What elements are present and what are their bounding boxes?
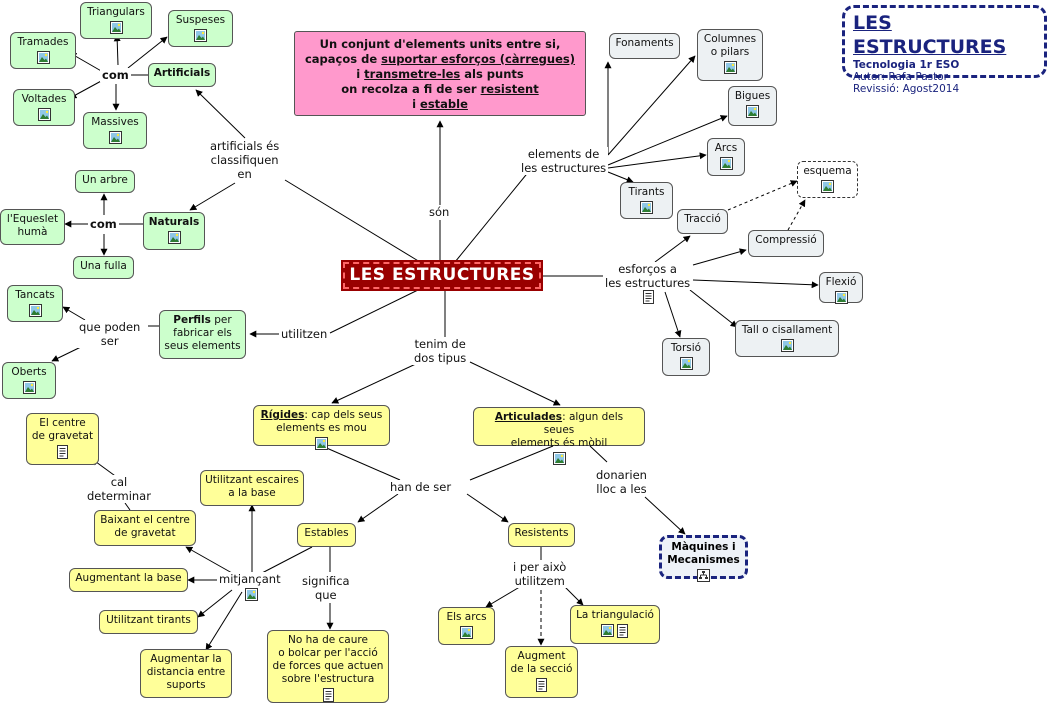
estab-tirants[interactable]: Utilitzant tirants [99,610,198,634]
image-icon[interactable] [167,231,181,244]
image-icon[interactable] [28,304,42,317]
document-icon[interactable] [535,678,548,692]
artificials-massives[interactable]: Massives [83,112,147,149]
image-icon[interactable] [108,131,122,144]
link-label-son: són [427,205,452,219]
naturals-un-arbre[interactable]: Un arbre [75,170,135,193]
esforc-compressio[interactable]: Compressió [748,230,824,257]
image-icon[interactable] [821,180,834,193]
image-icon[interactable] [37,108,51,121]
image-icon[interactable] [460,626,473,639]
image-icon[interactable] [552,452,566,465]
image-icon[interactable] [679,357,693,370]
image-icon[interactable] [719,157,733,170]
link-label-mitjancant: mitjançant [217,572,283,586]
link-label-utilitzen: utilitzen [279,327,330,341]
map-author: Autor: Rafa Pastor [853,71,948,83]
map-title: LES ESTRUCTURES [853,12,1007,58]
element-arcs[interactable]: Arcs [707,138,745,176]
image-icon[interactable] [746,105,759,118]
artificials-tramades[interactable]: Tramades [10,32,76,69]
esforc-tall[interactable]: Tall o cisallament [735,320,839,357]
image-icon[interactable] [723,61,737,74]
image-icon[interactable] [601,624,614,637]
resistents-node[interactable]: Resistents [508,523,575,547]
estab-augmentant-base[interactable]: Augmentant la base [69,568,188,592]
link-label-com-naturals: com [88,217,119,231]
definition-line-4: on recolza a fi de ser resistent [341,82,539,96]
document-icon[interactable] [322,688,335,702]
image-icon[interactable] [22,381,36,394]
image-icon[interactable] [640,201,653,214]
definition-node[interactable]: Un conjunt d'elements units entre si, ca… [294,31,586,116]
naturals-una-fulla[interactable]: Una fulla [73,256,134,279]
artificials-voltades[interactable]: Voltades [13,89,75,126]
element-tirants[interactable]: Tirants [620,182,673,219]
esforc-esquema[interactable]: esquema [797,161,858,198]
element-fonaments[interactable]: Fonaments [609,33,680,59]
image-icon[interactable] [109,21,123,34]
perfil-oberts[interactable]: Oberts [2,362,56,399]
definition-line-3: i transmetre-les als punts [356,67,524,81]
map-subtitle: Tecnologia 1r ESO [853,59,960,71]
image-icon[interactable] [834,291,848,304]
document-icon[interactable] [616,624,629,638]
definition-line-2: capaços de suportar esforços (càrregues) [304,52,576,66]
artificials-suspeses[interactable]: Suspeses [168,10,233,47]
image-icon[interactable] [36,51,50,64]
link-label-han-de-ser: han de ser [388,480,454,494]
link-label-com-artificials: com [100,68,131,82]
image-icon[interactable] [194,29,207,42]
esforc-torsio[interactable]: Torsió [662,338,710,376]
esforc-flexio[interactable]: Flexió [819,272,863,304]
resist-triangulacio[interactable]: La triangulació [570,605,660,644]
estables-node[interactable]: Estables [297,523,356,547]
tipus-rigides[interactable]: Rígides: cap dels seus elements es mou [253,405,390,450]
concept-map-icon[interactable] [697,569,710,582]
map-revision: Revissió: Agost2014 [853,83,960,95]
perfil-tancats[interactable]: Tancats [7,285,63,322]
definition-line-5: i estable [412,97,468,111]
image-icon[interactable] [245,588,258,601]
image-icon[interactable] [315,437,328,450]
element-bigues[interactable]: Bigues [728,86,777,126]
document-icon[interactable] [642,290,655,304]
image-icon[interactable] [780,339,794,352]
central-concept[interactable]: LES ESTRUCTURES [341,260,543,291]
definition-line-1: Un conjunt d'elements units entre si, [319,37,561,51]
document-icon[interactable] [56,445,69,459]
resist-arcs[interactable]: Els arcs [438,607,495,645]
map-title-box: LES ESTRUCTURES Tecnologia 1r ESO Autor:… [842,5,1047,95]
esforc-traccio[interactable]: Tracció [677,209,728,234]
tipus-articulades[interactable]: Articulades: algun dels seues elements é… [473,407,645,465]
naturals-node[interactable]: Naturals [143,212,205,250]
artificials-triangulars[interactable]: Triangulars [80,2,152,39]
artificials-node[interactable]: Artificials [148,63,216,87]
